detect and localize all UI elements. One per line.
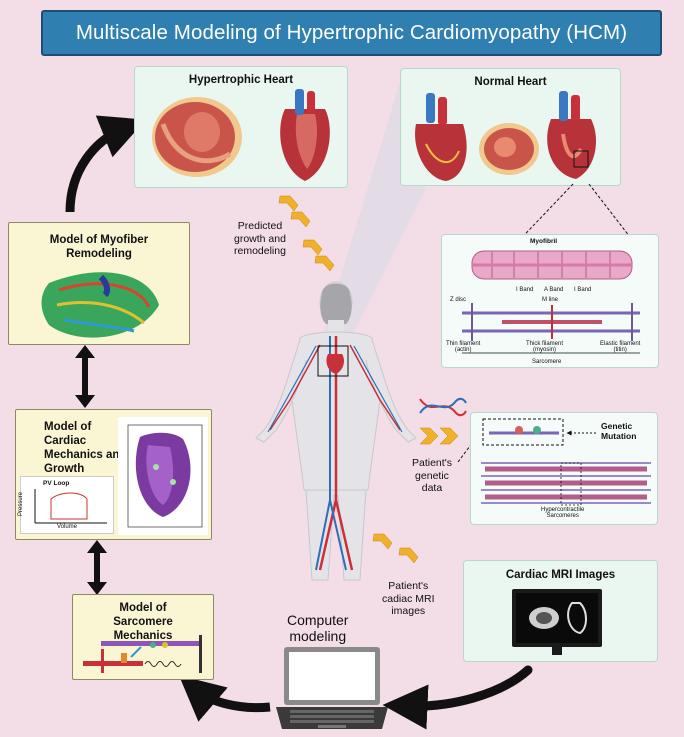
elastic-filament-label: Elastic filament (titin) bbox=[600, 341, 641, 353]
sarcomere-model-title: Model of Sarcomere Mechanics bbox=[113, 602, 173, 642]
z-disc-label: Z disc bbox=[450, 297, 467, 303]
genetic-mutation-label: Genetic Mutation bbox=[601, 421, 637, 441]
circuit-heart-illustration bbox=[127, 424, 203, 528]
myofibril-illustration bbox=[462, 250, 640, 354]
m-line-label: M line bbox=[542, 297, 559, 303]
genetic-panel: Genetic Mutation Hypercontractile Sarcom… bbox=[470, 412, 658, 525]
double-arrow-1 bbox=[75, 345, 95, 408]
cardiac-model-panel: Model of Cardiac Mechanics and Growth PV… bbox=[15, 409, 212, 540]
myofiber-model-title: Model of Myofiber Remodeling bbox=[49, 234, 149, 260]
mri-data-label: Patient's cadiac MRI images bbox=[382, 580, 435, 617]
band-label-3: I Band bbox=[574, 287, 592, 293]
genetic-data-label: Patient's genetic data bbox=[412, 457, 452, 494]
arrow-computer-to-sarcomere bbox=[178, 675, 271, 722]
chevron-mri-2 bbox=[398, 547, 419, 564]
chevron-mri-1 bbox=[372, 533, 393, 550]
chevron-genetic-1 bbox=[419, 427, 439, 445]
human-body-illustration bbox=[255, 281, 417, 581]
dna-icon bbox=[419, 397, 467, 417]
double-arrow-2 bbox=[87, 540, 107, 595]
normal-heart-panel: Normal Heart bbox=[400, 68, 621, 186]
arrow-myofiber-to-heart bbox=[65, 115, 146, 213]
pv-loop-box: PV Loop Pressure Volume bbox=[18, 476, 114, 534]
thick-filament-label: Thick filament (myosin) bbox=[526, 341, 564, 353]
myofibril-title: Myofibril bbox=[530, 238, 558, 245]
pv-loop-label: PV Loop bbox=[43, 480, 70, 487]
band-label-2: A Band bbox=[544, 287, 564, 293]
volume-axis-label: Volume bbox=[57, 524, 78, 530]
predicted-growth-label: Predicted growth and remodeling bbox=[234, 220, 286, 257]
pv-loop-plot bbox=[34, 489, 107, 524]
normal-heart-title: Normal Heart bbox=[474, 76, 547, 88]
title-banner: Multiscale Modeling of Hypertrophic Card… bbox=[41, 10, 662, 56]
computer-modeling-label: Computer modeling bbox=[287, 612, 349, 644]
page-title: Multiscale Modeling of Hypertrophic Card… bbox=[75, 21, 628, 44]
cardiac-model-title: Model of Cardiac Mechanics and Growth bbox=[44, 421, 127, 475]
laptop-icon bbox=[276, 647, 388, 729]
sarcomere-model-panel: Model of Sarcomere Mechanics bbox=[72, 594, 214, 680]
hypertrophic-heart-panel: Hypertrophic Heart bbox=[134, 66, 348, 188]
mri-panel: Cardiac MRI Images bbox=[463, 560, 658, 662]
sarcomere-label: Sarcomere bbox=[532, 359, 562, 365]
chevron-predicted-2 bbox=[290, 211, 311, 228]
normal-heart-illustration bbox=[415, 91, 596, 181]
myofiber-fiber-illustration bbox=[41, 272, 159, 338]
hypercontractile-sarcomere-illustration bbox=[481, 418, 651, 506]
arrow-mri-to-computer bbox=[382, 665, 533, 730]
chevron-genetic-2 bbox=[439, 427, 459, 445]
hypertrophic-heart-illustration bbox=[152, 89, 330, 181]
hypertrophic-heart-title: Hypertrophic Heart bbox=[188, 74, 294, 86]
chevron-predicted-3 bbox=[302, 239, 323, 256]
chevron-predicted-1 bbox=[278, 195, 299, 212]
band-label-1: I Band bbox=[516, 287, 534, 293]
chevron-predicted-4 bbox=[314, 255, 335, 272]
myofiber-model-panel: Model of Myofiber Remodeling bbox=[8, 222, 190, 345]
thin-filament-label: Thin filament (actin) bbox=[446, 341, 481, 353]
hypercontractile-caption: Hypercontractile Sarcomeres bbox=[541, 507, 585, 519]
sarcomere-model-illustration bbox=[83, 635, 202, 673]
mri-title: Cardiac MRI Images bbox=[505, 569, 616, 581]
mri-monitor-illustration bbox=[512, 589, 602, 655]
myofibril-panel: Myofibril I Band A Band I Band Z disc M … bbox=[441, 234, 659, 368]
circuit-diagram bbox=[118, 417, 208, 535]
